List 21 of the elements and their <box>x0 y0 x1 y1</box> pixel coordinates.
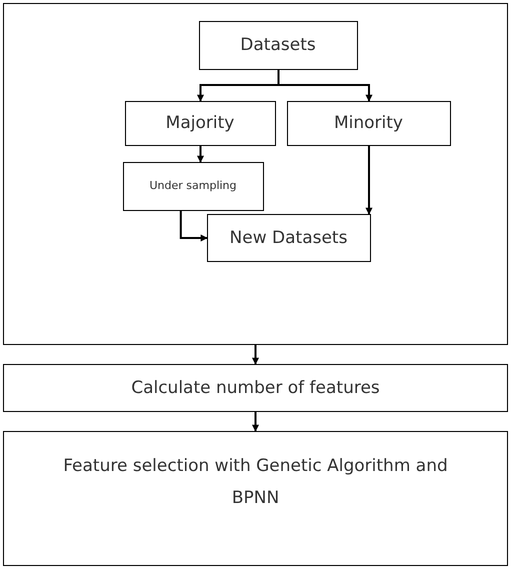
process-box <box>124 100 276 146</box>
box-label: Under sampling <box>149 178 237 194</box>
process-box <box>286 100 450 146</box>
arrow <box>197 146 204 163</box>
process-box <box>122 162 264 210</box>
box-label: Majority <box>166 112 234 135</box>
arrow <box>180 211 208 242</box>
box-label: Calculate number of features <box>131 377 380 400</box>
process-box <box>3 431 508 566</box>
box-label: New Datasets <box>230 226 348 250</box>
process-box <box>3 364 508 412</box>
box-label: Datasets <box>240 34 316 57</box>
process-box <box>206 214 370 262</box>
arrow <box>278 70 372 102</box>
group-frame <box>3 3 508 345</box>
arrow <box>252 412 259 432</box>
process-box <box>198 20 358 70</box>
box-label: Feature selection with Genetic Algorithm and BPNN <box>62 455 449 510</box>
box-label: Minority <box>334 112 403 135</box>
arrow <box>366 146 372 215</box>
arrow <box>252 345 259 365</box>
